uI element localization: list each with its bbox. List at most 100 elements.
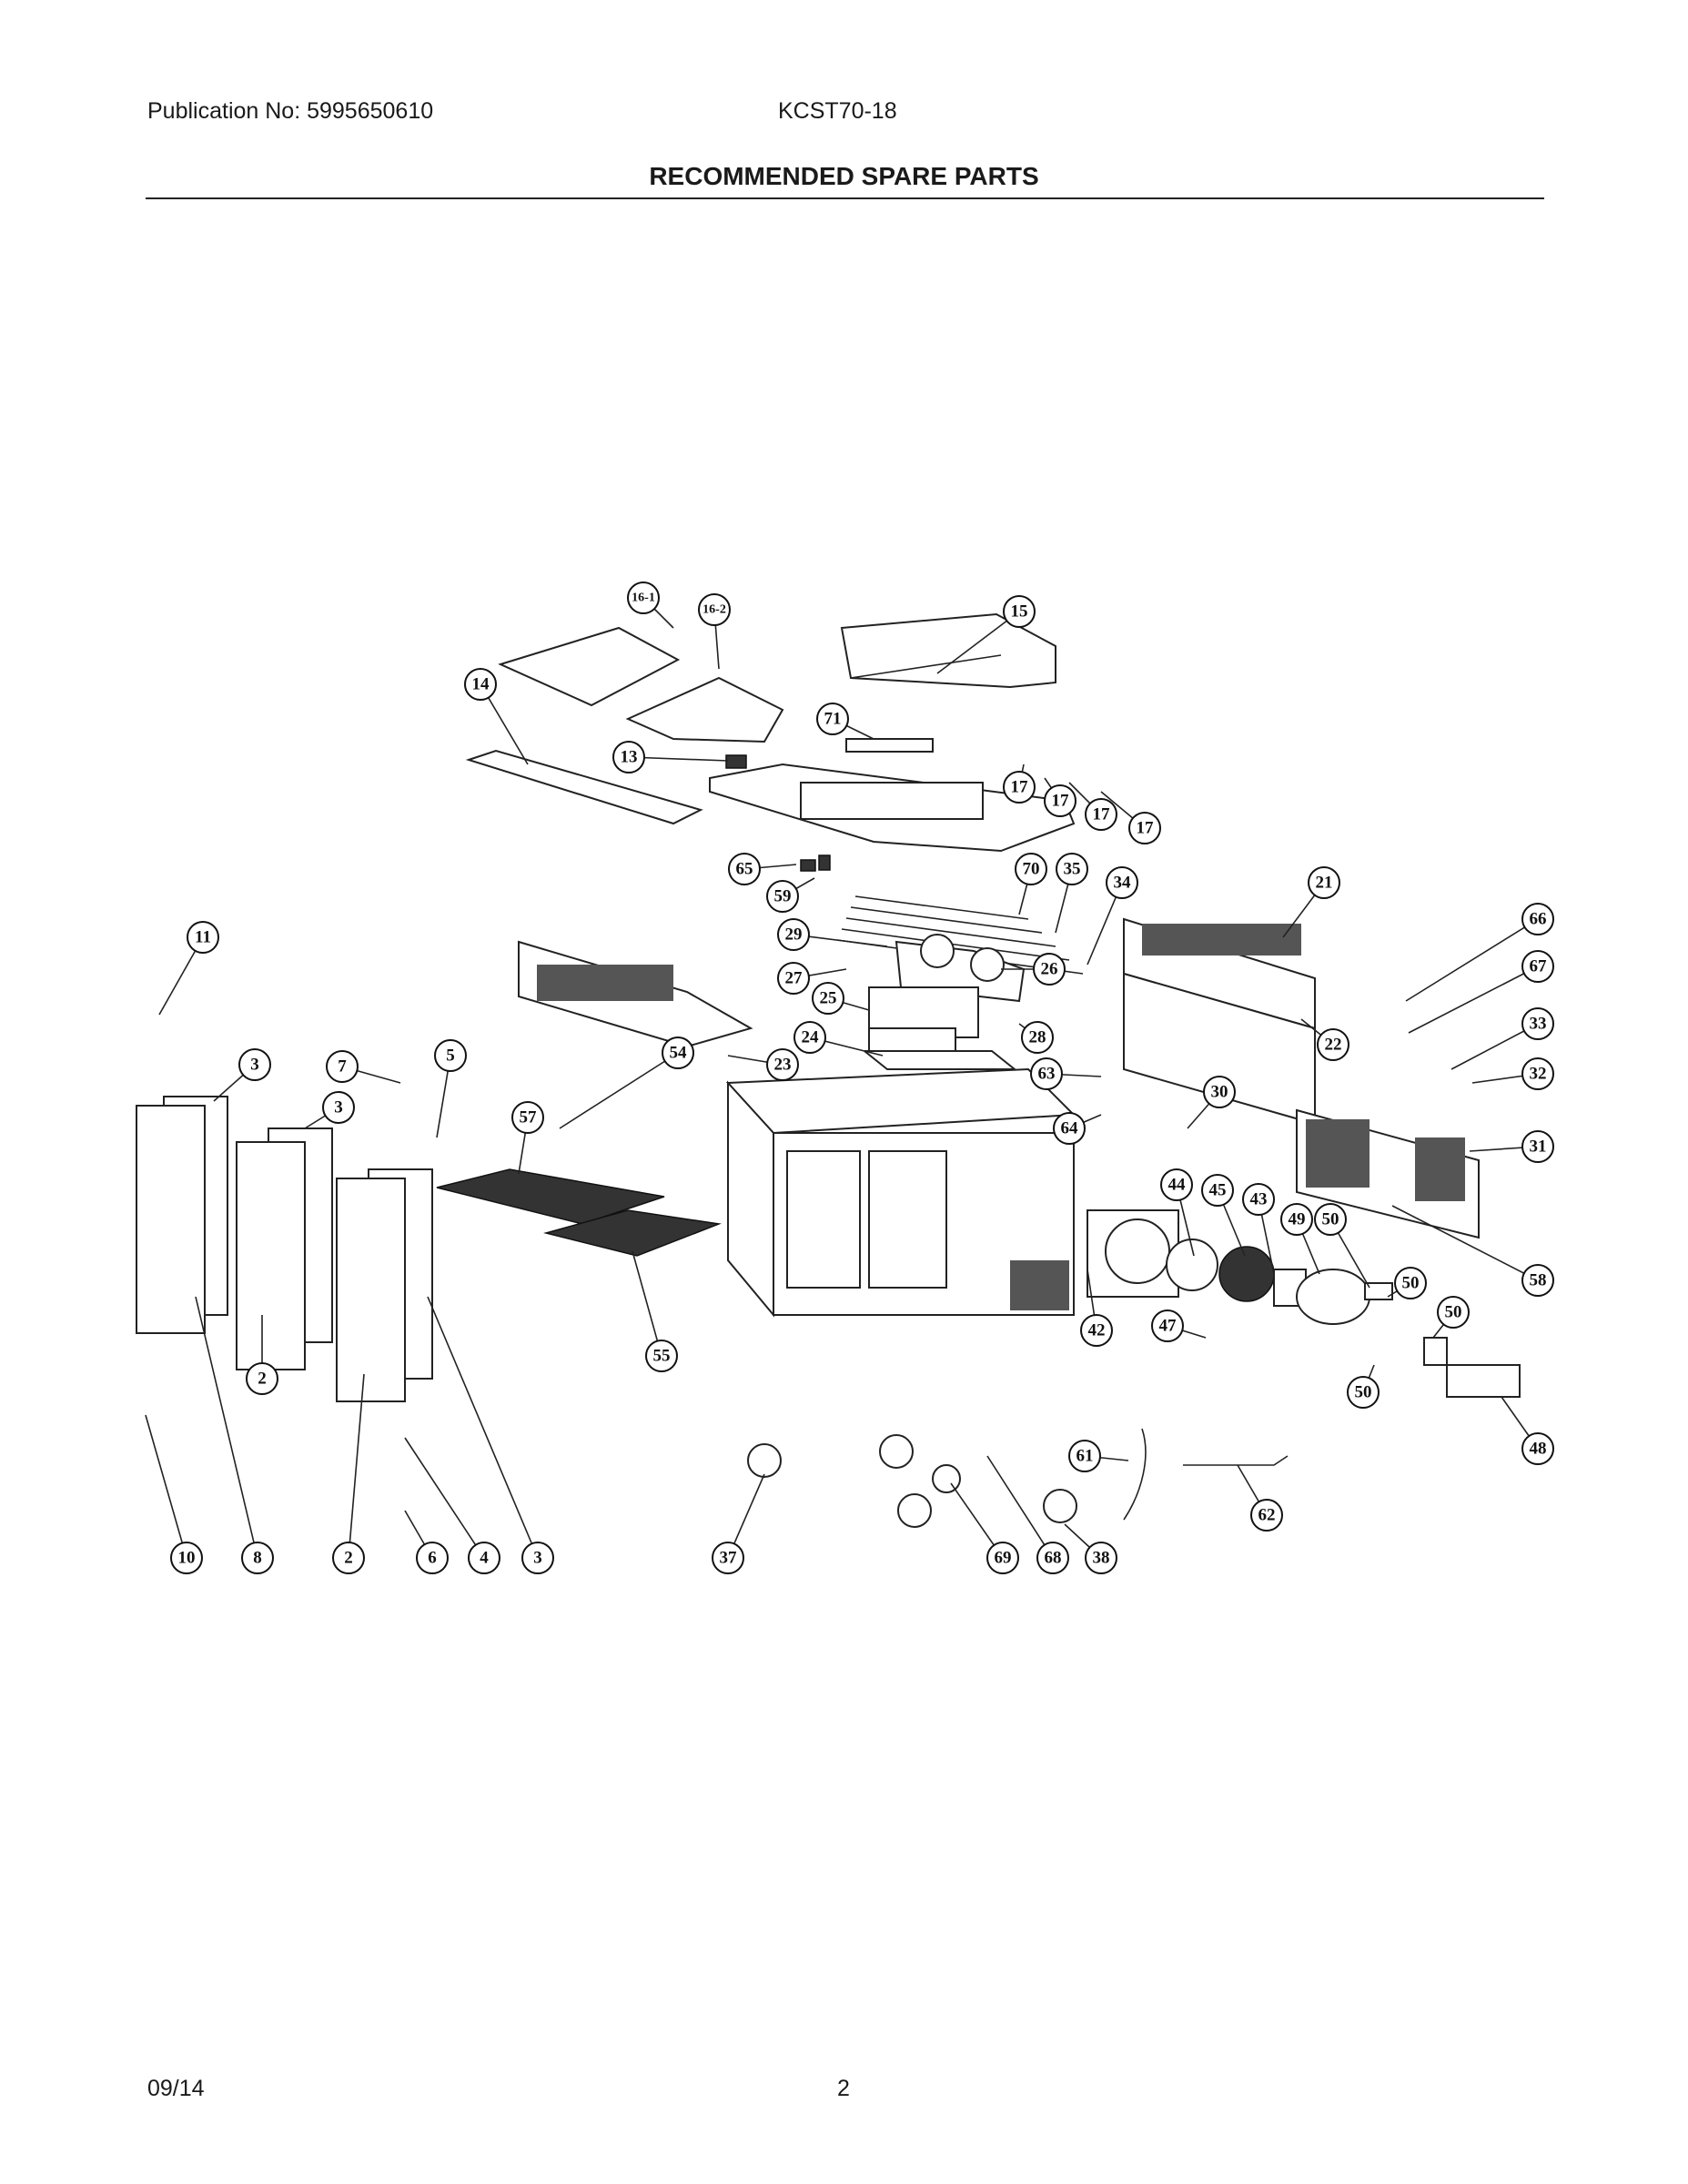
model-number: KCST70-18 [778, 98, 897, 124]
callout-label: 17 [1093, 805, 1111, 824]
callout-circle [1033, 953, 1066, 986]
callout-label: 27 [785, 969, 804, 988]
callout-label: 55 [653, 1347, 671, 1366]
callout-31: 31 [1469, 1130, 1554, 1163]
callout-5: 5 [434, 1039, 467, 1138]
callout-67: 67 [1408, 950, 1554, 1034]
compressor [1296, 1269, 1370, 1325]
callout-2: 2 [246, 1315, 278, 1395]
callout-circle [1003, 771, 1036, 804]
callout-circle [1521, 1130, 1554, 1163]
title-rule [146, 197, 1544, 199]
fan-26 [970, 947, 1005, 982]
callout-circle [612, 741, 645, 774]
callout-circle [766, 880, 799, 913]
callout-24: 24 [793, 1021, 884, 1057]
callout-38: 38 [1064, 1523, 1117, 1574]
callout-22: 22 [1300, 1018, 1349, 1061]
callout-circle [777, 918, 810, 951]
callout-circle [698, 593, 731, 626]
callout-label: 21 [1316, 874, 1333, 893]
callout-label: 68 [1045, 1549, 1062, 1568]
callout-label: 63 [1038, 1065, 1056, 1084]
callout-27: 27 [777, 962, 847, 995]
callout-17: 17 [1044, 777, 1076, 817]
callout-label: 34 [1114, 874, 1132, 893]
callout-circle [187, 921, 219, 954]
callout-23: 23 [727, 1048, 799, 1081]
callout-leader [195, 1296, 258, 1559]
cover-50 [1423, 1337, 1448, 1366]
callout-circle [326, 1050, 359, 1083]
callout-11: 11 [158, 921, 219, 1016]
callout-45: 45 [1201, 1174, 1246, 1257]
doors [136, 1096, 433, 1402]
callout-label: 14 [472, 675, 490, 694]
callout-label: 35 [1064, 860, 1081, 879]
callout-circle [1242, 1183, 1275, 1216]
callout-circle [1056, 853, 1088, 885]
callout-50: 50 [1314, 1203, 1370, 1289]
callout-circle [728, 853, 761, 885]
callout-label: 17 [1137, 819, 1155, 838]
callout-circle [468, 1542, 500, 1574]
callout-16-2: 16-2 [698, 593, 731, 670]
callout-circle [1203, 1076, 1236, 1108]
callout-label: 7 [338, 1057, 347, 1077]
cabinet-opening-2 [868, 1150, 947, 1289]
callout-circle [812, 982, 844, 1015]
callout-28: 28 [1018, 1021, 1054, 1054]
callout-circle [1521, 1007, 1554, 1040]
callout-circle [1151, 1309, 1184, 1342]
page-number: 2 [837, 2076, 850, 2101]
callout-25: 25 [812, 982, 870, 1015]
callout-label: 10 [178, 1549, 196, 1568]
callout-47: 47 [1151, 1309, 1207, 1342]
callout-65: 65 [728, 853, 797, 885]
footer-date: 09/14 [147, 2076, 205, 2101]
fan-shroud [1218, 1246, 1275, 1302]
callout-leader [1405, 918, 1539, 1002]
callout-label: 45 [1209, 1181, 1227, 1200]
callout-42: 42 [1080, 1269, 1113, 1347]
callout-label: 71 [824, 710, 842, 729]
callout-4: 4 [404, 1437, 500, 1574]
callout-label: 30 [1211, 1083, 1228, 1102]
callout-circle [1521, 1057, 1554, 1090]
callout-circle [1314, 1203, 1347, 1236]
callout-3: 3 [427, 1296, 554, 1574]
callout-17: 17 [1100, 791, 1161, 844]
callout-label: 33 [1530, 1015, 1547, 1034]
callout-35: 35 [1055, 853, 1088, 934]
callout-label: 6 [428, 1549, 437, 1568]
callout-circle [1085, 798, 1117, 831]
callout-leader [1408, 966, 1539, 1034]
callout-circle [170, 1542, 203, 1574]
callout-3: 3 [304, 1091, 355, 1129]
callout-44: 44 [1160, 1168, 1195, 1257]
callout-30: 30 [1187, 1076, 1236, 1129]
callout-circle [1394, 1267, 1427, 1299]
callout-37: 37 [712, 1473, 765, 1574]
callout-label: 2 [258, 1370, 267, 1389]
callout-label: 17 [1011, 778, 1029, 797]
electrical-box-48 [1446, 1364, 1521, 1398]
callout-label: 38 [1093, 1549, 1110, 1568]
callout-leader [1391, 1205, 1539, 1281]
callout-label: 2 [344, 1549, 353, 1568]
callout-8: 8 [195, 1296, 274, 1574]
callout-label: 26 [1041, 960, 1058, 979]
callout-26: 26 [1001, 953, 1066, 986]
bracket-59 [818, 854, 831, 871]
cutting-board [465, 749, 703, 825]
cabinet-opening-1 [786, 1150, 861, 1289]
callout-circle [1201, 1174, 1234, 1207]
callout-leader [559, 1052, 679, 1129]
callout-circle [322, 1091, 355, 1124]
callout-circle [1030, 1057, 1063, 1090]
callout-circle [1160, 1168, 1193, 1201]
callout-49: 49 [1280, 1203, 1320, 1275]
callout-circle [1280, 1203, 1313, 1236]
casters [747, 1434, 1077, 1528]
